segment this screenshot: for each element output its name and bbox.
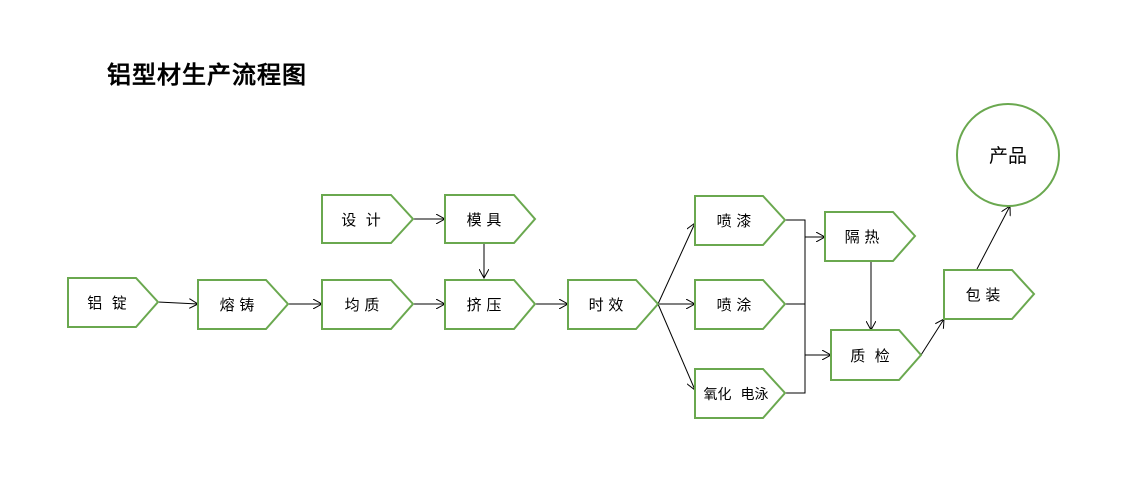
node-aging-label: 时 效 xyxy=(589,296,624,314)
edges xyxy=(157,206,1010,394)
node-design-label: 设 计 xyxy=(341,211,381,229)
node-casting: 熔 铸 xyxy=(197,279,290,330)
node-extrude-label: 挤 压 xyxy=(467,296,502,314)
node-powder-label: 喷 涂 xyxy=(717,296,752,314)
node-oxidize-label: 氧化 电泳 xyxy=(704,387,769,403)
edge-collector xyxy=(785,219,806,394)
node-paint-label: 喷 漆 xyxy=(717,212,752,230)
edge-inspect-package xyxy=(920,319,944,356)
node-paint: 喷 漆 xyxy=(694,195,787,246)
node-inspect-label: 质 检 xyxy=(850,347,890,365)
node-product: 产品 xyxy=(956,103,1060,207)
edge-ingot-casting xyxy=(157,302,198,304)
node-casting-label: 熔 铸 xyxy=(220,296,255,314)
node-insulate-label: 隔 热 xyxy=(845,228,880,246)
node-powder: 喷 涂 xyxy=(694,279,787,330)
node-inspect: 质 检 xyxy=(830,329,923,381)
node-homogenize-label: 均 质 xyxy=(345,296,380,314)
node-mold: 模 具 xyxy=(444,194,537,244)
node-design: 设 计 xyxy=(321,194,415,244)
node-mold-label: 模 具 xyxy=(467,211,502,229)
node-ingot-label: 铝 锭 xyxy=(87,294,127,312)
node-oxidize: 氧化 电泳 xyxy=(694,368,787,419)
node-homogenize: 均 质 xyxy=(321,279,415,330)
diagram-title: 铝型材生产流程图 xyxy=(107,61,307,89)
edge-aging-paint xyxy=(657,223,695,305)
node-aging: 时 效 xyxy=(567,279,660,330)
node-product-label: 产品 xyxy=(989,145,1027,167)
node-extrude: 挤 压 xyxy=(444,279,537,330)
node-insulate: 隔 热 xyxy=(824,211,917,262)
edge-aging-oxidize xyxy=(657,303,695,390)
node-ingot: 铝 锭 xyxy=(67,277,160,328)
node-package: 包 装 xyxy=(943,269,1036,320)
edge-package-product xyxy=(976,206,1010,270)
node-package-label: 包 装 xyxy=(966,286,1001,304)
